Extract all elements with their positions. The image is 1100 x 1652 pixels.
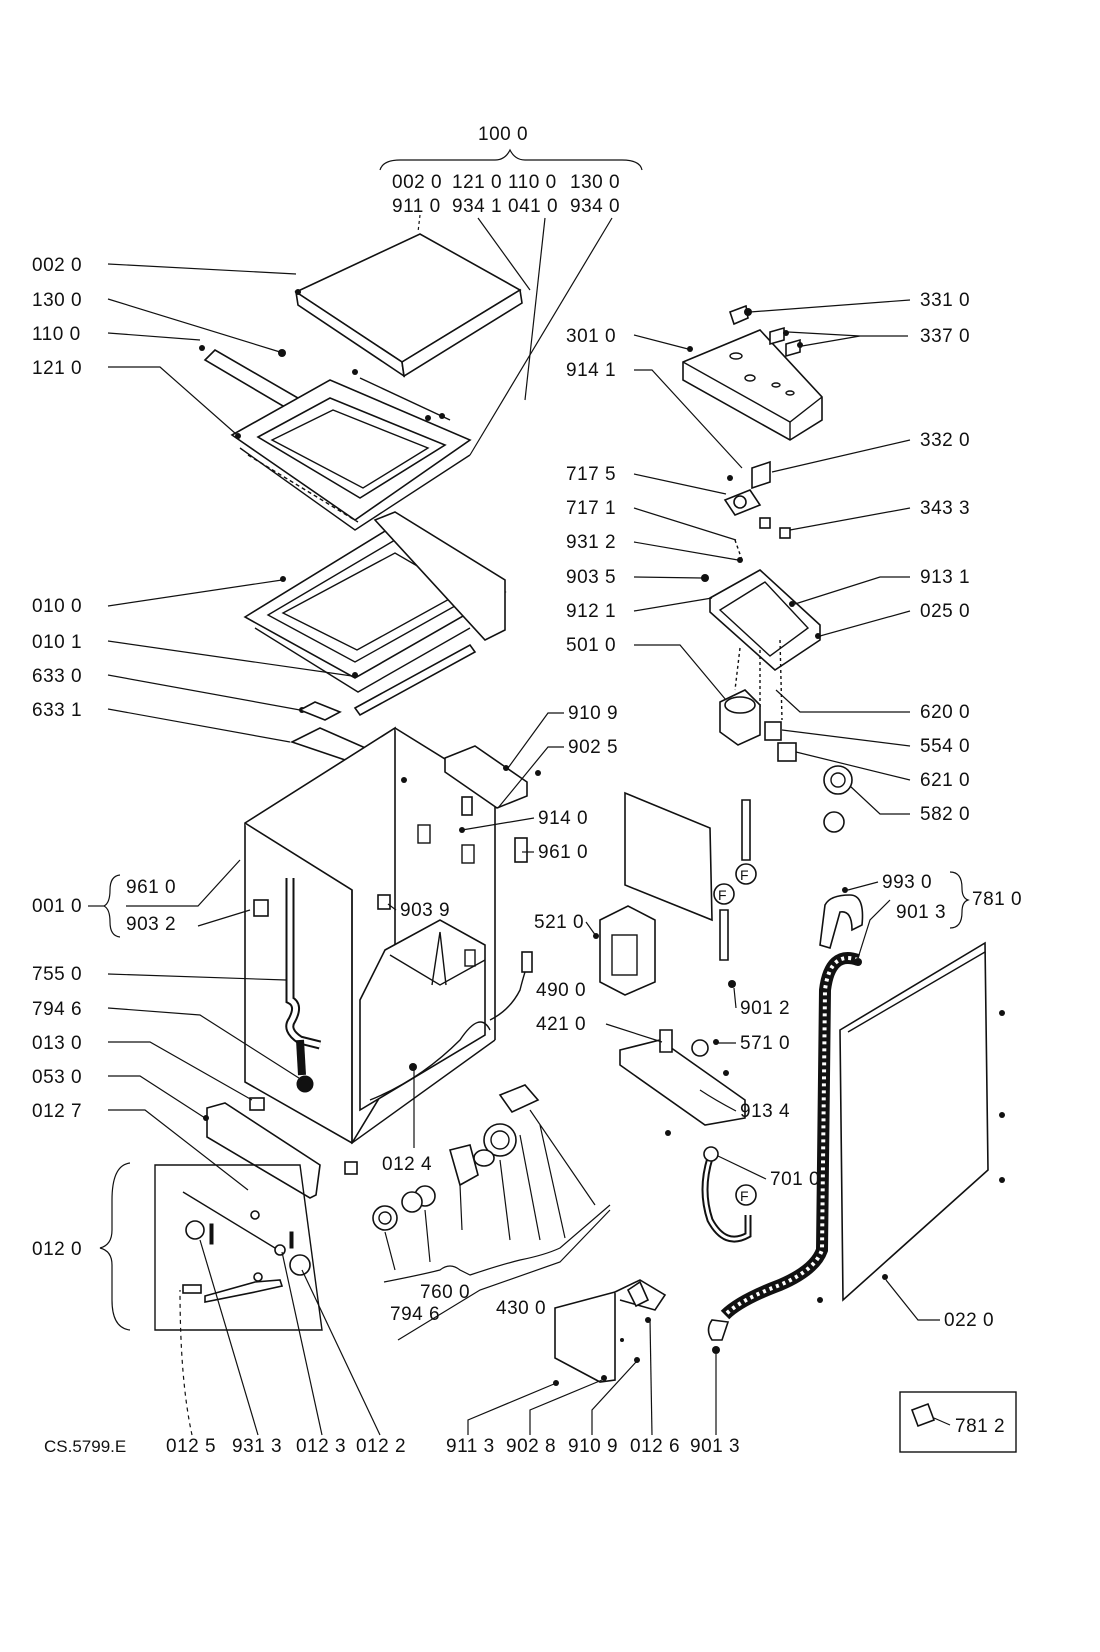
part-label: 053 0 <box>32 1067 82 1088</box>
part-label: 961 0 <box>126 877 176 898</box>
bottom-bracket <box>553 1279 667 1386</box>
bottom-callouts: 012 5 931 3 012 3 012 2 911 3 902 8 910 … <box>44 1209 994 1457</box>
part-label: 430 0 <box>496 1298 546 1319</box>
group-item: 911 0 <box>392 196 441 217</box>
part-label: 012 7 <box>32 1101 82 1122</box>
part-label: 911 3 <box>446 1436 495 1457</box>
control-panel-assembly <box>682 304 853 833</box>
part-label: 337 0 <box>920 326 970 347</box>
mid-callouts: 910 9 902 5 914 0 961 0 903 9 521 0 490 … <box>382 703 820 1190</box>
pump-assembly <box>372 1084 611 1283</box>
group-title: 100 0 <box>478 124 528 145</box>
inset-012 <box>154 1164 323 1331</box>
part-label: 110 0 <box>32 324 81 345</box>
part-label: 902 5 <box>568 737 618 758</box>
part-label: 582 0 <box>920 804 970 825</box>
top-lid-assembly <box>199 233 523 531</box>
part-label: 914 1 <box>566 360 616 381</box>
group-item: 002 0 <box>392 172 442 193</box>
part-label: 010 1 <box>32 632 82 653</box>
part-label: 332 0 <box>920 430 970 451</box>
filter-marker: F <box>740 1188 749 1204</box>
part-label: 012 5 <box>166 1436 216 1457</box>
group-001: 001 0 961 0 903 2 <box>32 859 251 938</box>
group-item: 130 0 <box>570 172 620 193</box>
part-label: 002 0 <box>32 255 82 276</box>
part-label: 781 0 <box>972 889 1022 910</box>
part-label: 130 0 <box>32 290 82 311</box>
part-label: 121 0 <box>32 358 82 379</box>
part-label: 903 5 <box>566 567 616 588</box>
part-label: 633 1 <box>32 700 82 721</box>
part-label: 343 3 <box>920 498 970 519</box>
part-label: 001 0 <box>32 896 82 917</box>
part-label: 903 2 <box>126 914 176 935</box>
part-label: 717 1 <box>566 498 616 519</box>
part-label: 755 0 <box>32 964 82 985</box>
left-callouts: 002 0 130 0 110 0 121 0 010 0 010 1 633 … <box>32 255 353 1331</box>
mid-parts: F F F <box>377 745 757 1243</box>
part-label: 993 0 <box>882 872 932 893</box>
right-callouts: 331 0 337 0 301 0 914 1 332 0 717 5 343 … <box>566 290 970 825</box>
part-label: 931 3 <box>232 1436 282 1457</box>
part-label: 010 0 <box>32 596 82 617</box>
part-label: 913 1 <box>920 567 970 588</box>
group-brace <box>379 148 643 171</box>
part-label: 012 2 <box>356 1436 406 1457</box>
cabinet <box>203 726 496 1199</box>
part-label: 633 0 <box>32 666 82 687</box>
inset-label: 781 2 <box>955 1416 1005 1437</box>
part-label: 901 2 <box>740 998 790 1019</box>
ref-code: CS.5799.E <box>44 1437 126 1456</box>
part-label: 914 0 <box>538 808 588 829</box>
part-label: 022 0 <box>944 1310 994 1331</box>
part-label: 901 3 <box>896 902 946 923</box>
part-label: 301 0 <box>566 326 616 347</box>
part-label: 903 9 <box>400 900 450 921</box>
group-item: 121 0 <box>452 172 502 193</box>
part-label: 794 6 <box>390 1304 440 1325</box>
hose-and-side-panel <box>707 887 1005 1354</box>
part-label: 012 3 <box>296 1436 346 1457</box>
part-label: 554 0 <box>920 736 970 757</box>
part-label: 421 0 <box>536 1014 586 1035</box>
part-label: 331 0 <box>920 290 970 311</box>
part-label: 025 0 <box>920 601 970 622</box>
group-item: 934 0 <box>570 196 620 217</box>
part-label: 717 5 <box>566 464 616 485</box>
part-label: 012 6 <box>630 1436 680 1457</box>
filter-marker: F <box>718 887 727 903</box>
part-label: 931 2 <box>566 532 616 553</box>
inset-781-2: 781 2 <box>899 1391 1017 1453</box>
part-label: 913 4 <box>740 1101 790 1122</box>
part-label: 490 0 <box>536 980 586 1001</box>
part-label: 760 0 <box>420 1282 470 1303</box>
part-label: 910 9 <box>568 1436 618 1457</box>
part-label: 910 9 <box>568 703 618 724</box>
filter-marker: F <box>740 867 749 883</box>
part-label: 620 0 <box>920 702 970 723</box>
group-item: 041 0 <box>508 196 558 217</box>
part-label: 902 8 <box>506 1436 556 1457</box>
part-label: 571 0 <box>740 1033 790 1054</box>
part-label: 501 0 <box>566 635 616 656</box>
part-label: 521 0 <box>534 912 584 933</box>
group-item: 110 0 <box>508 172 557 193</box>
part-label: 701 0 <box>770 1169 820 1190</box>
part-label: 012 0 <box>32 1239 82 1260</box>
part-label: 621 0 <box>920 770 970 791</box>
part-label: 012 4 <box>382 1154 432 1175</box>
part-label: 794 6 <box>32 999 82 1020</box>
tub-cover-assembly <box>243 511 507 766</box>
part-label: 912 1 <box>566 601 616 622</box>
group-781: 993 0 901 3 781 0 <box>847 871 1022 959</box>
part-label: 013 0 <box>32 1033 82 1054</box>
part-label: 901 3 <box>690 1436 740 1457</box>
group-item: 934 1 <box>452 196 502 217</box>
part-label: 961 0 <box>538 842 588 863</box>
top-group: 100 0 002 0 121 0 110 0 130 0 911 0 934 … <box>379 124 643 456</box>
